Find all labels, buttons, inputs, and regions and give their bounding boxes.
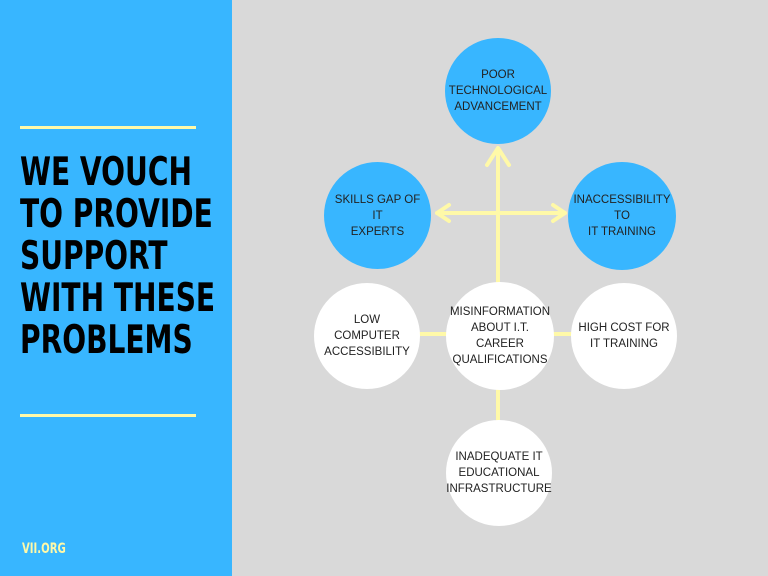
node-label: INADEQUATE IT EDUCATIONAL INFRASTRUCTURE xyxy=(446,451,552,495)
node-inaccessibility-training: INACCESSIBILITY TO IT TRAINING xyxy=(568,162,676,270)
node-inadequate-infrastructure: INADEQUATE IT EDUCATIONAL INFRASTRUCTURE xyxy=(446,420,552,526)
node-label: LOW COMPUTER ACCESSIBILITY xyxy=(324,314,410,358)
top-divider xyxy=(20,126,196,129)
node-skills-gap: SKILLS GAP OF IT EXPERTS xyxy=(324,162,431,269)
left-panel: WE VOUCH TO PROVIDE SUPPORT WITH THESE P… xyxy=(0,0,232,576)
headline-line-3: SUPPORT xyxy=(20,234,168,279)
site-url[interactable]: VII.ORG xyxy=(22,541,66,557)
bottom-divider xyxy=(20,414,196,417)
node-label: POOR TECHNOLOGICAL ADVANCEMENT xyxy=(448,69,548,113)
right-arrowhead xyxy=(551,203,567,223)
node-label: HIGH COST FOR IT TRAINING xyxy=(578,322,670,350)
headline: WE VOUCH TO PROVIDE SUPPORT WITH THESE P… xyxy=(20,150,215,363)
left-arrowhead xyxy=(435,203,451,223)
node-label: INACCESSIBILITY TO IT TRAINING xyxy=(573,194,671,238)
up-arrowhead xyxy=(485,146,511,167)
node-label: MISINFORMATION ABOUT I.T. CAREER QUALIFI… xyxy=(449,306,551,366)
node-high-cost: HIGH COST FOR IT TRAINING xyxy=(571,283,677,389)
node-label: SKILLS GAP OF IT EXPERTS xyxy=(334,193,421,238)
node-poor-technological-advancement: POOR TECHNOLOGICAL ADVANCEMENT xyxy=(445,38,551,144)
node-low-computer-accessibility: LOW COMPUTER ACCESSIBILITY xyxy=(314,283,420,389)
node-misinformation: MISINFORMATION ABOUT I.T. CAREER QUALIFI… xyxy=(446,282,554,390)
headline-line-1: WE VOUCH xyxy=(20,150,192,195)
headline-line-5: PROBLEMS xyxy=(20,318,193,363)
